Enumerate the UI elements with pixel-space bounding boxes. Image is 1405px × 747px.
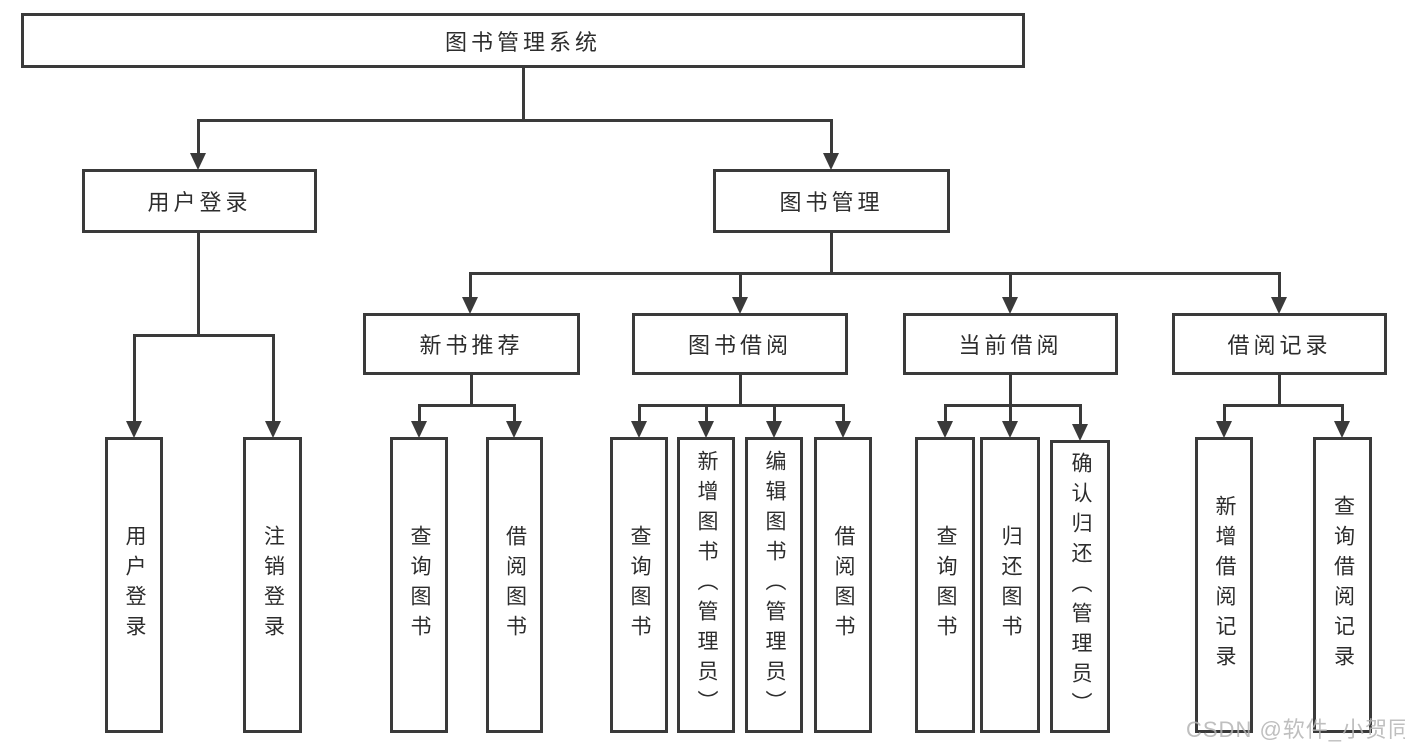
connector-line <box>132 335 136 422</box>
connector-line <box>521 68 525 120</box>
csdn-watermark: CSDN @软件_小贺同学 <box>1186 717 1405 742</box>
node-label: 确认归还（管理员） <box>1069 451 1092 722</box>
node-leaf-query-borrow-rec: 查询借阅记录 <box>1313 437 1372 733</box>
connector-line <box>132 333 275 337</box>
arrow-down-icon <box>1271 297 1287 314</box>
arrow-down-icon <box>766 421 782 438</box>
arrow-down-icon <box>631 421 647 438</box>
node-label: 用户登录 <box>123 525 146 645</box>
node-current-borrow: 当前借阅 <box>903 313 1118 375</box>
connector-line <box>829 120 833 154</box>
arrow-down-icon <box>1334 421 1350 438</box>
connector-line <box>1340 405 1344 422</box>
node-label: 查询借阅记录 <box>1331 495 1355 675</box>
node-label: 借阅记录 <box>1227 333 1332 358</box>
node-root: 图书管理系统 <box>21 13 1025 68</box>
node-label: 图书借阅 <box>687 333 792 358</box>
arrow-down-icon <box>823 153 839 170</box>
node-label: 图书管理系统 <box>444 29 601 55</box>
connector-line <box>468 271 1281 275</box>
node-label: 注销登录 <box>261 525 285 645</box>
node-leaf-borrow-books-1: 借阅图书 <box>486 437 543 733</box>
connector-line <box>1277 273 1281 298</box>
node-label: 编辑图书（管理员） <box>763 450 786 720</box>
connector-line <box>196 118 833 122</box>
node-leaf-user-login: 用户登录 <box>105 437 163 733</box>
node-label: 新增借阅记录 <box>1213 495 1236 675</box>
node-leaf-borrow-books-2: 借阅图书 <box>814 437 872 733</box>
arrow-down-icon <box>835 421 851 438</box>
node-book-mgmt: 图书管理 <box>713 169 950 233</box>
arrow-down-icon <box>1002 421 1018 438</box>
connector-line <box>468 273 472 298</box>
connector-line <box>196 233 200 335</box>
connector-line <box>1277 375 1281 405</box>
arrow-down-icon <box>1072 424 1088 441</box>
node-user-login: 用户登录 <box>82 169 317 233</box>
node-leaf-edit-books: 编辑图书（管理员） <box>745 437 803 733</box>
arrow-down-icon <box>462 297 478 314</box>
connector-line <box>1222 403 1344 407</box>
node-leaf-query-books-3: 查询图书 <box>915 437 975 733</box>
connector-line <box>271 335 275 422</box>
connector-line <box>469 375 473 405</box>
node-leaf-query-books-1: 查询图书 <box>390 437 448 733</box>
connector-line <box>943 403 1082 407</box>
node-label: 用户登录 <box>147 190 252 215</box>
connector-line <box>1222 405 1226 422</box>
connector-line <box>738 273 742 298</box>
node-label: 查询图书 <box>934 525 957 645</box>
node-leaf-confirm-return: 确认归还（管理员） <box>1050 440 1110 733</box>
arrow-down-icon <box>937 421 953 438</box>
node-book-borrow: 图书借阅 <box>632 313 848 375</box>
arrow-down-icon <box>1216 421 1232 438</box>
arrow-down-icon <box>1002 297 1018 314</box>
connector-line <box>637 405 641 422</box>
node-label: 借阅图书 <box>503 525 527 645</box>
connector-line <box>637 403 845 407</box>
arrow-down-icon <box>506 421 522 438</box>
arrow-down-icon <box>411 421 427 438</box>
node-new-book-rec: 新书推荐 <box>363 313 580 375</box>
connector-line <box>196 120 200 154</box>
connector-line <box>829 233 833 273</box>
node-borrow-records: 借阅记录 <box>1172 313 1387 375</box>
connector-line <box>738 375 742 405</box>
arrow-down-icon <box>265 421 281 438</box>
arrow-down-icon <box>190 153 206 170</box>
node-leaf-add-borrow-rec: 新增借阅记录 <box>1195 437 1253 733</box>
node-label: 新增图书（管理员） <box>695 450 718 720</box>
connector-line <box>1008 273 1012 298</box>
connector-line <box>704 405 708 422</box>
connector-line <box>943 405 947 422</box>
node-label: 查询图书 <box>408 525 431 645</box>
arrow-down-icon <box>732 297 748 314</box>
node-leaf-add-books: 新增图书（管理员） <box>677 437 735 733</box>
node-leaf-logout: 注销登录 <box>243 437 302 733</box>
node-label: 查询图书 <box>628 525 651 645</box>
connector-line <box>1008 405 1012 422</box>
connector-line <box>841 405 845 422</box>
connector-line <box>417 403 516 407</box>
connector-line <box>417 405 421 422</box>
connector-line <box>1008 375 1012 405</box>
arrow-down-icon <box>126 421 142 438</box>
connector-line <box>512 405 516 422</box>
arrow-down-icon <box>698 421 714 438</box>
node-label: 新书推荐 <box>419 333 524 358</box>
connector-line <box>1078 405 1082 425</box>
connector-line <box>772 405 776 422</box>
node-label: 当前借阅 <box>958 333 1063 358</box>
node-label: 归还图书 <box>999 525 1022 645</box>
node-label: 借阅图书 <box>832 525 855 645</box>
node-label: 图书管理 <box>779 190 884 215</box>
node-leaf-query-books-2: 查询图书 <box>610 437 668 733</box>
node-leaf-return-books: 归还图书 <box>980 437 1040 733</box>
